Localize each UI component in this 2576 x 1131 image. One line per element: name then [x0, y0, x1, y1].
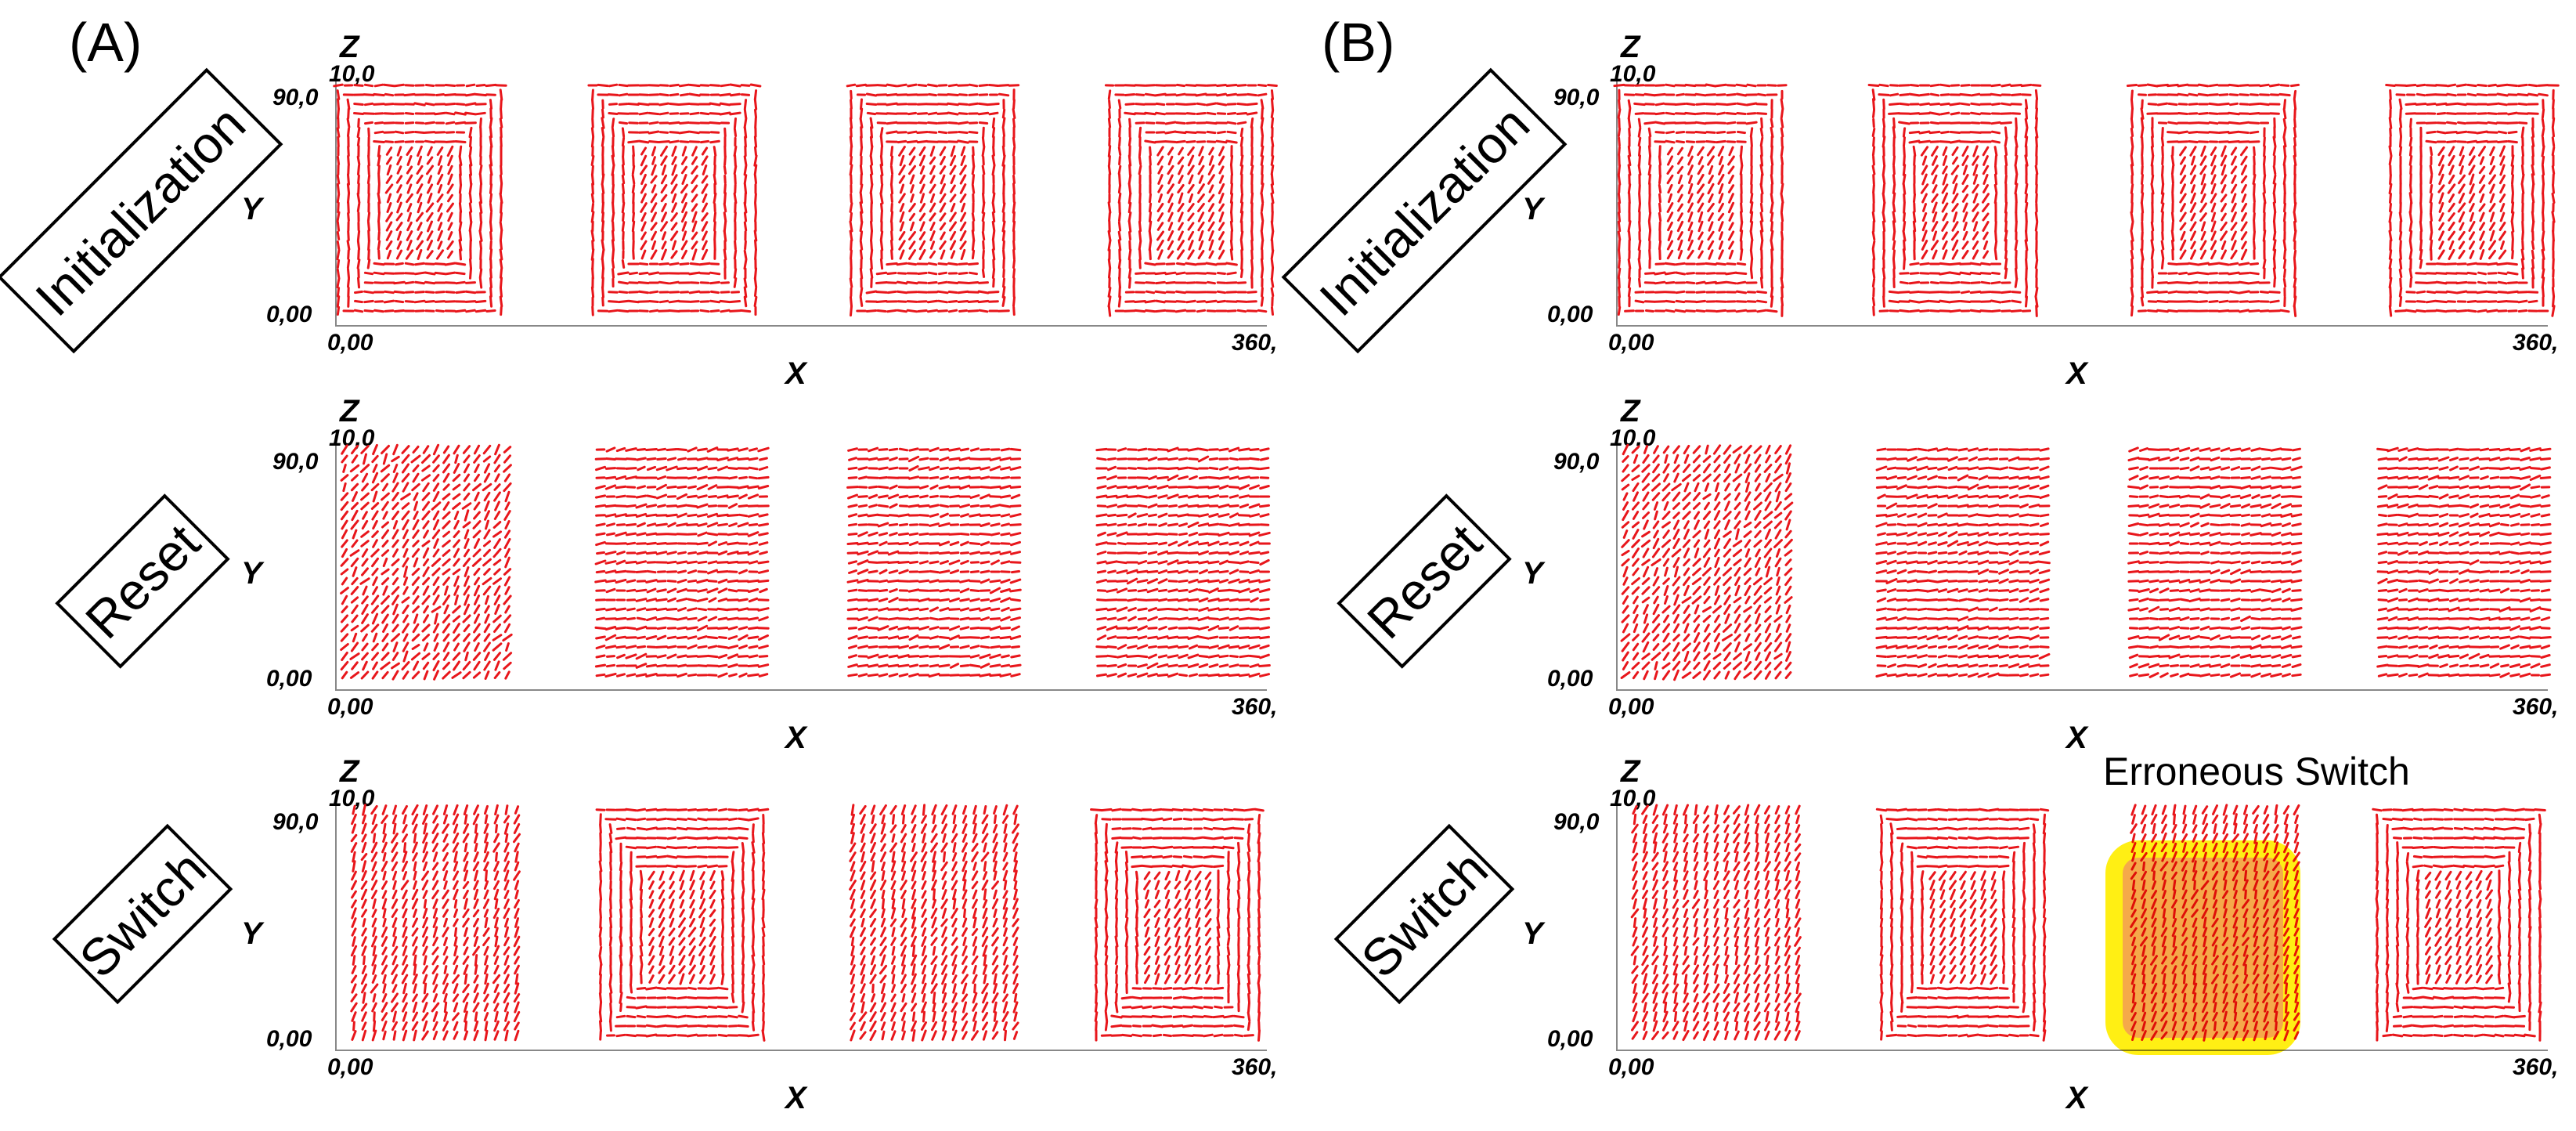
vector-field-element	[2376, 446, 2552, 678]
panel-label-b: (B)	[1322, 12, 1395, 73]
stage-label-text: Initialization	[1308, 94, 1541, 327]
x-axis-line	[1616, 325, 2548, 327]
x-max-tick-label: 360,	[2513, 1054, 2559, 1080]
vector-field-element	[2372, 808, 2546, 1042]
stage-label-text: Switch	[68, 840, 217, 988]
x-axis-label: X	[785, 721, 806, 755]
vector-field-element	[2126, 83, 2300, 317]
x-origin-tick-label: 0,00	[1608, 694, 1654, 720]
y-axis-label: Y	[241, 192, 262, 226]
z-tick-label: 10,0	[1610, 61, 1656, 87]
x-axis-label: X	[2066, 1081, 2087, 1115]
vector-field-element	[1613, 83, 1788, 317]
vector-field-element	[333, 83, 507, 316]
x-max-tick-label: 360,	[1232, 1054, 1278, 1080]
y-axis-line	[335, 443, 337, 689]
vector-field-element	[1875, 447, 2051, 678]
origin-tick-label: 0,00	[1547, 1026, 1593, 1052]
vector-field-element	[594, 446, 770, 678]
z-tick-label: 10,0	[329, 61, 375, 87]
vector-field-element	[849, 804, 1019, 1042]
x-max-tick-label: 360,	[1232, 330, 1278, 356]
x-max-tick-label: 360,	[1232, 694, 1278, 720]
stage-label-text: Initialization	[23, 94, 257, 327]
y-max-tick-label: 90,0	[272, 449, 319, 475]
x-axis-label: X	[2066, 721, 2087, 755]
y-max-tick-label: 90,0	[1553, 449, 1600, 475]
y-axis-label: Y	[1522, 916, 1543, 951]
stage-label-text: Reset	[1355, 512, 1493, 650]
x-axis-label: X	[2066, 356, 2087, 391]
y-axis-label: Y	[241, 556, 262, 591]
y-axis-label: Y	[241, 916, 262, 951]
origin-tick-label: 0,00	[266, 666, 312, 692]
stage-label-reset-b: Reset	[1337, 493, 1512, 669]
x-origin-tick-label: 0,00	[1608, 1054, 1654, 1080]
vector-field-element	[1620, 443, 1794, 681]
x-origin-tick-label: 0,00	[327, 1054, 373, 1080]
z-axis-label: Z	[340, 754, 359, 789]
y-axis-line	[1616, 803, 1618, 1050]
vector-field-element	[846, 83, 1020, 317]
z-axis-label: Z	[340, 394, 359, 428]
y-axis-label: Y	[1522, 556, 1543, 591]
x-axis-line	[335, 325, 1267, 327]
x-max-tick-label: 360,	[2513, 330, 2559, 356]
vector-field-element	[1875, 808, 2050, 1042]
stage-label-text: Switch	[1350, 840, 1499, 988]
y-axis-line	[335, 78, 337, 325]
y-max-tick-label: 90,0	[1553, 809, 1600, 835]
x-origin-tick-label: 0,00	[327, 330, 373, 356]
x-axis-line	[1616, 1050, 2548, 1051]
vector-field-element	[1095, 446, 1271, 678]
z-axis-label: Z	[1621, 754, 1640, 789]
stage-label-switch-b: Switch	[1333, 823, 1515, 1005]
x-origin-tick-label: 0,00	[1608, 330, 1654, 356]
vector-field-element	[340, 443, 513, 681]
erroneous-switch-highlight	[2105, 840, 2300, 1055]
z-axis-label: Z	[340, 30, 359, 64]
y-axis-line	[1616, 78, 1618, 325]
y-max-tick-label: 90,0	[272, 809, 319, 835]
z-axis-label: Z	[1621, 30, 1640, 64]
vector-field-element	[1104, 83, 1278, 317]
z-tick-label: 10,0	[329, 786, 375, 811]
stage-label-reset-a: Reset	[55, 493, 230, 669]
x-axis-label: X	[785, 356, 806, 391]
x-max-tick-label: 360,	[2513, 694, 2559, 720]
y-axis-label: Y	[1522, 192, 1543, 226]
y-axis-line	[1616, 443, 1618, 689]
vector-field-element	[1867, 83, 2042, 317]
x-axis-line	[335, 689, 1267, 691]
vector-field-element	[587, 83, 762, 316]
stage-label-text: Reset	[74, 512, 211, 650]
origin-tick-label: 0,00	[266, 302, 312, 327]
z-axis-label: Z	[1621, 394, 1640, 428]
origin-tick-label: 0,00	[1547, 302, 1593, 327]
vector-field-element	[350, 804, 521, 1042]
x-axis-label: X	[785, 1081, 806, 1115]
vector-field-element	[1630, 804, 1802, 1042]
vector-field-element	[2385, 83, 2560, 317]
x-origin-tick-label: 0,00	[327, 694, 373, 720]
vector-field-element	[595, 808, 770, 1042]
x-axis-line	[1616, 689, 2548, 691]
y-max-tick-label: 90,0	[272, 85, 319, 110]
vector-field-element	[1090, 808, 1265, 1042]
x-axis-line	[335, 1050, 1267, 1051]
y-max-tick-label: 90,0	[1553, 85, 1600, 110]
vector-field-element	[2127, 446, 2303, 678]
erroneous-switch-label: Erroneous Switch	[2103, 750, 2410, 793]
y-axis-line	[335, 803, 337, 1050]
vector-field-element	[846, 446, 1022, 678]
panel-label-a: (A)	[69, 12, 143, 73]
origin-tick-label: 0,00	[1547, 666, 1593, 692]
stage-label-switch-a: Switch	[52, 823, 233, 1005]
origin-tick-label: 0,00	[266, 1026, 312, 1052]
